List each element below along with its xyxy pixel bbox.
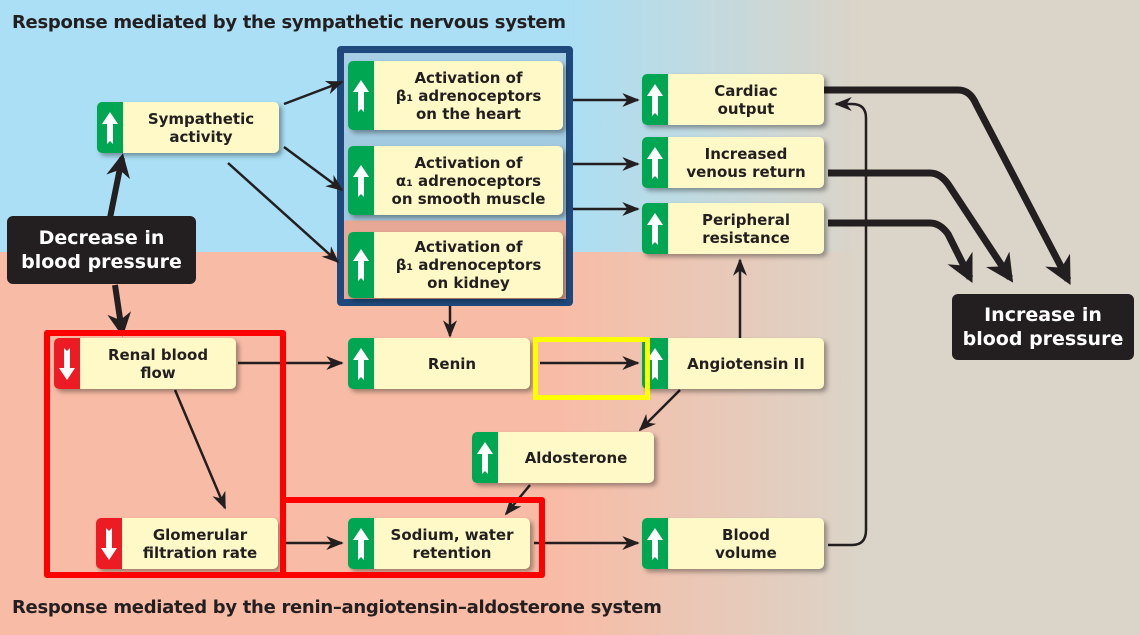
arrow-sympathetic-to-beta1-heart [283,80,344,106]
node-aldosterone: Aldosterone [472,432,654,483]
up-arrow-icon [642,137,668,188]
node-label: Glomerular filtration rate [142,525,258,562]
up-arrow-icon [642,203,668,254]
trigger-decrease-blood-pressure: Decrease in blood pressure [7,216,196,284]
arrow-renal-to-gfr [173,389,227,510]
highlight-sodium-region [280,497,545,578]
node-blood-volume: Blood volume [642,518,824,569]
node-sympathetic-activity: Sympathetic activity [97,102,279,153]
node-label: Increased venous return [686,144,806,181]
up-arrow-icon [348,61,374,130]
arrow-trigger-to-sympathetic [106,153,131,219]
node-label: Cardiac output [714,81,778,118]
node-label: Activation of β₁ adrenoceptors on the he… [395,68,542,123]
arrow-sympathetic-to-beta1-kidney [227,162,340,264]
down-arrow-icon [96,518,122,569]
node-cardiac-output: Cardiac output [642,74,824,125]
node-alpha1-smooth-muscle: Activation of α₁ adrenoceptors on smooth… [348,146,563,215]
node-venous-return: Increased venous return [642,137,824,188]
up-arrow-icon [348,338,374,389]
arrow-angiotensin-to-aldosterone [638,389,681,432]
node-renin: Renin [348,338,530,389]
arrow-peripheral-to-outcome [828,219,974,284]
node-label: Renal blood flow [107,345,209,382]
heading-sympathetic: Response mediated by the sympathetic ner… [12,12,566,33]
highlight-renal-region [44,330,286,578]
up-arrow-icon [642,74,668,125]
node-label: Sympathetic activity [147,109,255,146]
node-label: Aldosterone [524,448,628,467]
node-angiotensin-ii: Angiotensin II [642,338,824,389]
node-label: Activation of α₁ adrenoceptors on smooth… [391,153,546,208]
node-label: Activation of β₁ adrenoceptors on kidney [395,238,542,292]
node-label: Blood volume [715,525,777,562]
node-beta1-kidney: Activation of β₁ adrenoceptors on kidney [348,232,563,298]
node-beta1-heart: Activation of β₁ adrenoceptors on the he… [348,61,563,130]
node-label: Renin [427,354,477,373]
up-arrow-icon [348,146,374,215]
highlight-renin-to-angiotensin [533,337,650,400]
up-arrow-icon [472,432,498,483]
node-label: Sodium, water retention [390,525,514,562]
down-arrow-icon [54,338,80,389]
arrow-trigger-to-renal [107,284,132,337]
up-arrow-icon [97,102,123,153]
up-arrow-icon [642,518,668,569]
node-sodium-water-retention: Sodium, water retention [348,518,530,569]
arrow-venous-to-outcome [828,169,1014,283]
arrow-volume-to-cardiac [828,97,868,547]
node-peripheral-resistance: Peripheral resistance [642,203,824,254]
node-label: Peripheral resistance [702,210,790,247]
up-arrow-icon [348,518,374,569]
node-glomerular-filtration-rate: Glomerular filtration rate [96,518,278,569]
node-renal-blood-flow: Renal blood flow [54,338,236,389]
heading-raas: Response mediated by the renin–angiotens… [12,597,662,618]
up-arrow-icon [348,232,374,298]
arrow-sympathetic-to-alpha1 [283,145,344,192]
outcome-increase-blood-pressure: Increase in blood pressure [952,294,1134,360]
node-label: Angiotensin II [687,354,805,373]
arrow-cardiac-to-outcome [824,86,1072,285]
